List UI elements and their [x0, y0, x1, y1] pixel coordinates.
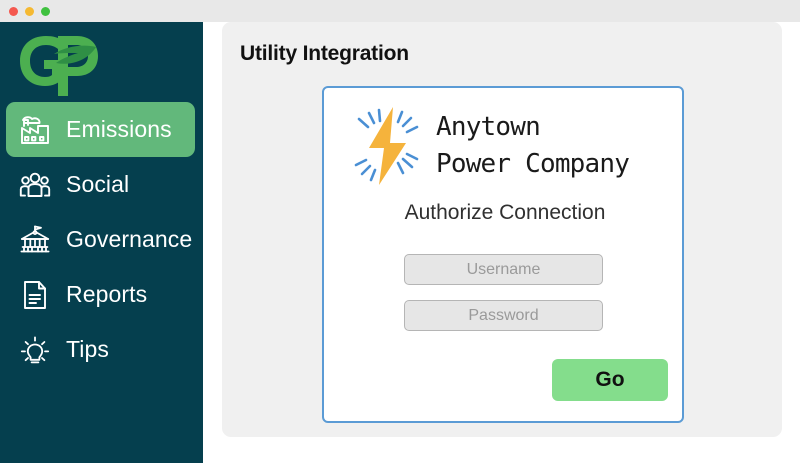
- sidebar: Emissions Social: [0, 22, 203, 463]
- lightbulb-icon: [18, 333, 52, 367]
- go-button[interactable]: Go: [552, 359, 668, 401]
- sidebar-nav: Emissions Social: [0, 102, 203, 377]
- utility-login-card: Anytown Power Company Authorize Connecti…: [322, 86, 684, 423]
- main-panel: Utility Integration: [222, 22, 782, 437]
- minimize-button[interactable]: [25, 6, 34, 16]
- utility-brand-line2: Power Company: [436, 149, 630, 179]
- utility-brand: Anytown Power Company: [346, 100, 666, 192]
- sidebar-item-social[interactable]: Social: [6, 157, 195, 212]
- close-button[interactable]: [9, 6, 18, 16]
- utility-brand-line1: Anytown: [436, 112, 541, 143]
- sidebar-item-tips[interactable]: Tips: [6, 322, 195, 377]
- page-title: Utility Integration: [240, 42, 409, 65]
- sidebar-item-reports[interactable]: Reports: [6, 267, 195, 322]
- sidebar-item-label: Emissions: [66, 116, 172, 142]
- maximize-button[interactable]: [41, 6, 50, 16]
- document-icon: [18, 278, 52, 312]
- gp-leaf-logo[interactable]: [14, 30, 109, 98]
- sidebar-item-label: Governance: [66, 226, 193, 252]
- sidebar-item-label: Social: [66, 171, 130, 197]
- sidebar-item-governance[interactable]: Governance: [6, 212, 195, 267]
- bank-icon: [18, 223, 52, 257]
- authorize-heading: Authorize Connection: [404, 201, 606, 224]
- lightning-bolt-icon: [346, 103, 428, 189]
- window-titlebar: [0, 0, 800, 22]
- password-input[interactable]: [404, 300, 603, 331]
- username-input[interactable]: [404, 254, 603, 285]
- sidebar-item-label: Tips: [66, 336, 109, 362]
- sidebar-item-label: Reports: [66, 281, 148, 307]
- sidebar-item-emissions[interactable]: Emissions: [6, 102, 195, 157]
- utility-brand-name: Anytown Power Company: [436, 109, 630, 183]
- people-icon: [18, 168, 52, 202]
- factory-icon: [18, 113, 52, 147]
